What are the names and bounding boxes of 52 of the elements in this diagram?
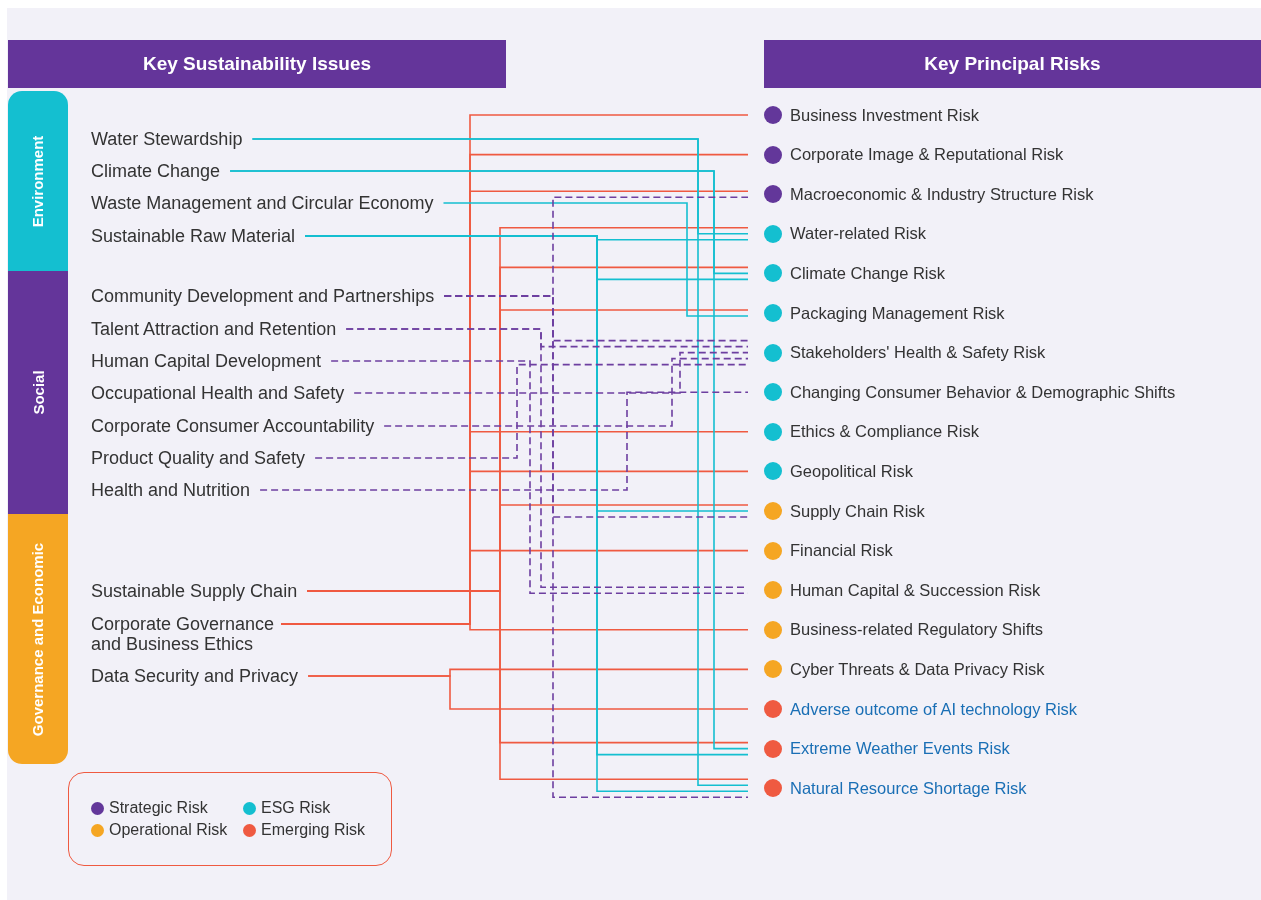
issue-label: Sustainable Supply Chain [91, 581, 298, 601]
legend-label: Operational Risk [109, 821, 228, 839]
risk-label: Macroeconomic & Industry Structure Risk [790, 184, 1094, 204]
legend-label: Emerging Risk [261, 821, 366, 839]
risk-label: Climate Change Risk [790, 263, 945, 283]
risk-label: Corporate Image & Reputational Risk [790, 145, 1064, 165]
connector-line [353, 351, 749, 394]
risk-label: Geopolitical Risk [790, 461, 913, 481]
category-label: Governance and Economic [29, 542, 47, 736]
risk-label: Adverse outcome of AI technology Risk [790, 699, 1078, 719]
issue-label: Corporate Consumer Accountability [91, 416, 375, 436]
issue-label: Sustainable Raw Material [91, 226, 296, 246]
connector-line [443, 295, 749, 798]
risk-label: Natural Resource Shortage Risk [790, 778, 1027, 798]
issue-label: Climate Change [91, 161, 221, 181]
risk-label: Business-related Regulatory Shifts [790, 620, 1044, 640]
risk-label: Packaging Management Risk [790, 303, 1005, 323]
risk-label: Extreme Weather Events Risk [790, 739, 1010, 759]
risk-label: Ethics & Compliance Risk [790, 422, 979, 442]
section-header: Key Principal Risks [764, 40, 1261, 88]
connector-line [383, 357, 749, 427]
issue-label: Product Quality and Safety [91, 448, 306, 468]
connector-line [314, 363, 749, 459]
legend-label: ESG Risk [261, 799, 331, 817]
category-band [8, 514, 68, 764]
issue-label: Corporate Governance and Business Ethics [91, 614, 281, 654]
risk-label: Water-related Risk [790, 224, 926, 244]
risk-label: Human Capital & Succession Risk [790, 580, 1041, 600]
connector-line [259, 391, 749, 491]
issue-label: Data Security and Privacy [91, 666, 299, 686]
category-label: Environment [29, 135, 47, 227]
category-band [8, 271, 68, 514]
issue-label: Water Stewardship [91, 129, 243, 149]
risk-label: Stakeholders' Health & Safety Risk [790, 343, 1046, 363]
issue-label: Human Capital Development [91, 351, 322, 371]
risk-label: Supply Chain Risk [790, 501, 925, 521]
connector-line [307, 675, 749, 710]
issue-label: Community Development and Partnerships [91, 286, 435, 306]
risk-label: Business Investment Risk [790, 105, 979, 125]
connector-line [442, 202, 749, 317]
category-band [8, 91, 68, 271]
connector-line [306, 590, 749, 780]
issue-label: Health and Nutrition [91, 480, 251, 500]
issue-label: Waste Management and Circular Economy [91, 193, 434, 213]
legend-label: Strategic Risk [109, 799, 208, 817]
risk-label: Cyber Threats & Data Privacy Risk [790, 659, 1045, 679]
issue-label: Occupational Health and Safety [91, 383, 345, 403]
risk-label: Changing Consumer Behavior & Demographic Shifts [790, 382, 1176, 402]
risk-label: Financial Risk [790, 541, 893, 561]
category-label: Social [29, 370, 47, 415]
issue-label: Talent Attraction and Retention [91, 319, 337, 339]
section-header: Key Sustainability Issues [8, 40, 506, 88]
